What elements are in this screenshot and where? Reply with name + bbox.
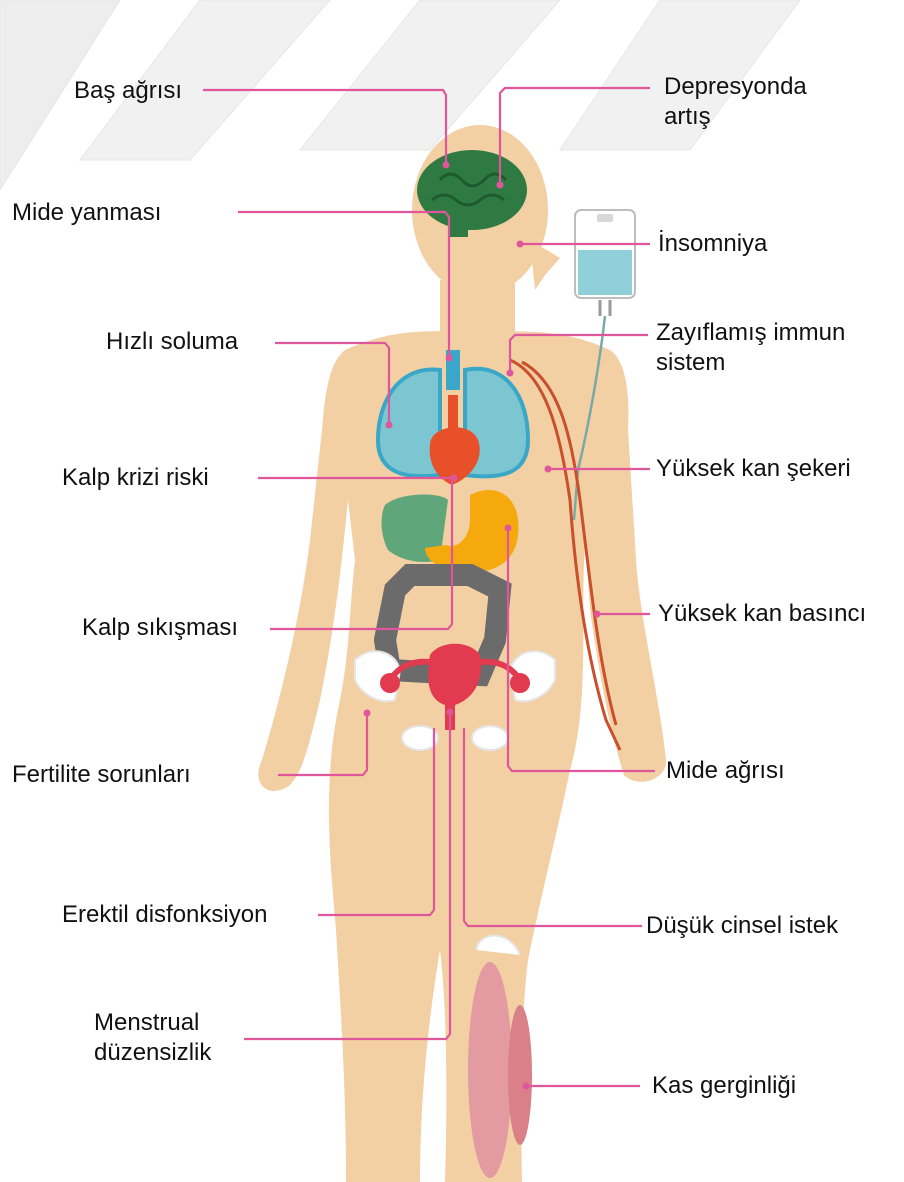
label-depression: Depresyonda artış xyxy=(664,72,807,132)
label-rapid-breathing: Hızlı soluma xyxy=(106,327,238,357)
label-menstrual: Menstrual düzensizlik xyxy=(94,1008,211,1068)
label-low-libido: Düşük cinsel istek xyxy=(646,911,838,941)
label-muscle-tension: Kas gerginliği xyxy=(652,1071,796,1101)
label-insomnia: İnsomniya xyxy=(658,229,767,259)
label-fertility: Fertilite sorunları xyxy=(12,760,191,790)
label-heartburn: Mide yanması xyxy=(12,198,161,228)
label-high-blood-sugar: Yüksek kan şekeri xyxy=(656,454,851,484)
label-angina: Kalp sıkışması xyxy=(82,613,238,643)
label-high-blood-pressure: Yüksek kan basıncı xyxy=(658,599,866,629)
label-stomach-ache: Mide ağrısı xyxy=(666,756,785,786)
label-erectile: Erektil disfonksiyon xyxy=(62,900,267,930)
label-weak-immune: Zayıflamış immun sistem xyxy=(656,318,845,378)
label-heart-attack-risk: Kalp krizi riski xyxy=(62,463,209,493)
label-headache: Baş ağrısı xyxy=(74,76,182,106)
